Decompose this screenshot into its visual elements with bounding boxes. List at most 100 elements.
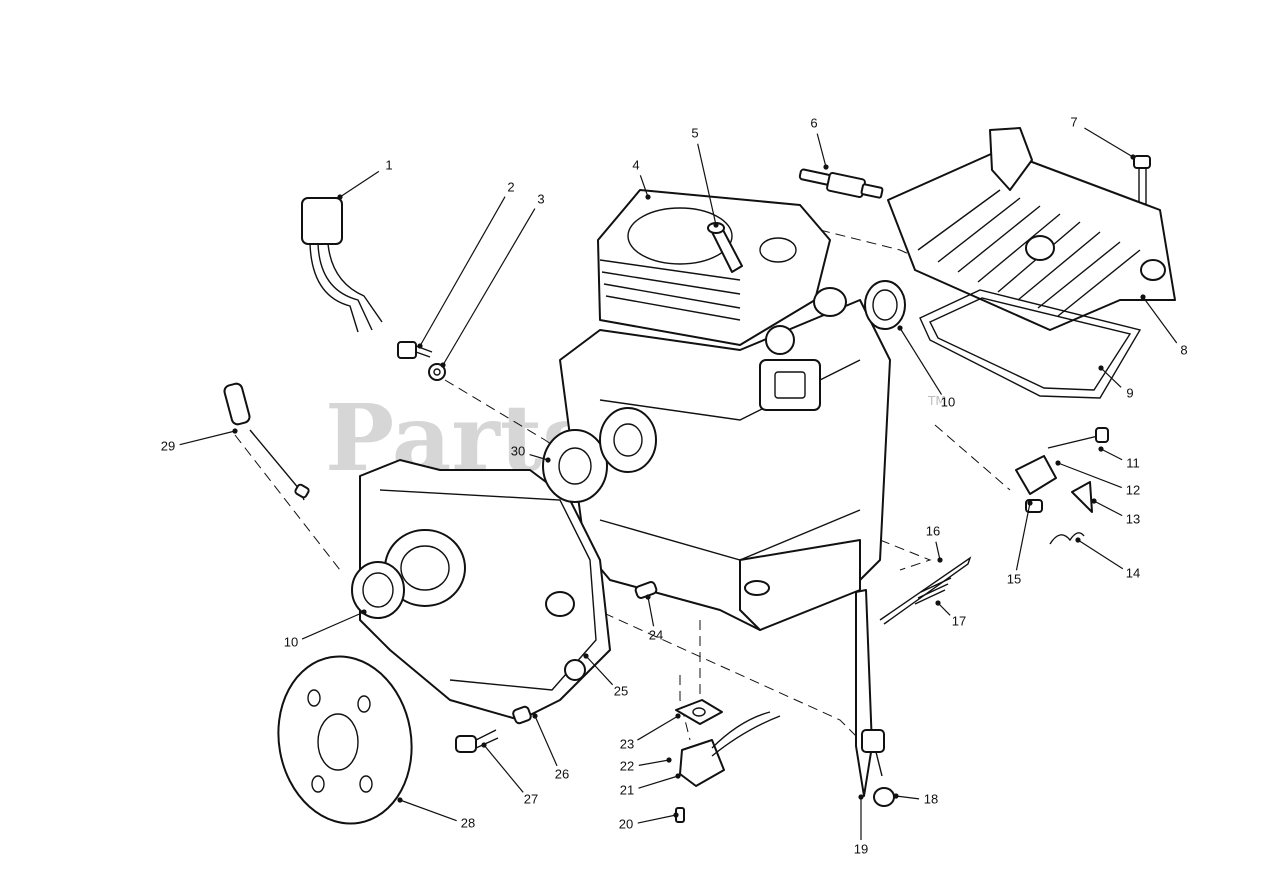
callout-20: 20	[619, 812, 679, 831]
callout-30: 30	[511, 443, 551, 463]
callout-27: 27	[481, 742, 538, 806]
callout-number: 28	[461, 815, 475, 830]
callout-number: 22	[620, 758, 634, 773]
callout-number: 8	[1180, 342, 1187, 357]
callout-10: 10	[284, 609, 367, 649]
callout-dot	[673, 812, 679, 818]
callout-leader-line	[1057, 462, 1122, 489]
callout-29: 29	[161, 428, 238, 453]
callout-12: 12	[1055, 460, 1140, 497]
governor-link-and-spring	[879, 556, 972, 625]
callout-21: 21	[620, 773, 681, 797]
callout-leader-line	[483, 744, 524, 793]
callout-dot	[858, 794, 864, 800]
callout-leader-line	[1015, 502, 1031, 571]
cylinder-head	[887, 127, 1176, 331]
callout-number: 14	[1126, 565, 1140, 580]
callout-16: 16	[926, 523, 943, 563]
callout-leader-line	[1100, 367, 1122, 388]
callout-2: 2	[417, 179, 515, 349]
flywheel-disc	[277, 655, 413, 825]
callout-dot	[675, 773, 681, 779]
nut	[873, 787, 895, 807]
callout-number: 7	[1070, 114, 1077, 129]
callout-dot	[823, 164, 829, 170]
callout-number: 3	[537, 191, 544, 206]
callout-dot	[1027, 500, 1033, 506]
callout-dot	[893, 793, 899, 799]
callout-dot	[1075, 537, 1081, 543]
callout-number: 25	[614, 683, 628, 698]
callout-8: 8	[1140, 294, 1188, 357]
callout-13: 13	[1091, 498, 1140, 526]
callout-number: 9	[1126, 385, 1133, 400]
screw-and-washer	[397, 341, 446, 381]
callout-dot	[935, 600, 941, 606]
callout-10: 10	[897, 325, 955, 409]
callout-number: 11	[1126, 455, 1140, 470]
callout-26: 26	[532, 713, 569, 781]
callout-leader-line	[179, 430, 236, 446]
callout-leader-line	[899, 327, 943, 395]
callout-dot	[232, 428, 238, 434]
callout-leader-line	[638, 775, 679, 789]
ignition-module	[301, 197, 383, 333]
callout-leader-line	[339, 170, 380, 198]
callout-number: 1	[385, 157, 392, 172]
callout-dot	[1098, 446, 1104, 452]
callout-leader-line	[585, 655, 614, 686]
callout-number: 29	[161, 438, 175, 453]
callout-number: 24	[649, 627, 663, 642]
callout-leader-line	[637, 814, 677, 824]
callout-leader-line	[895, 795, 920, 800]
callout-9: 9	[1098, 365, 1134, 400]
callout-dot	[1130, 154, 1136, 160]
callout-number: 20	[619, 816, 633, 831]
callout-4: 4	[632, 157, 651, 200]
callout-dot	[645, 594, 651, 600]
callout-dot	[440, 362, 446, 368]
oil-seal-cover	[351, 561, 405, 619]
callout-dot	[583, 653, 589, 659]
callout-number: 5	[691, 125, 698, 140]
oil-sensor-assembly	[675, 699, 781, 823]
callout-number: 19	[854, 841, 868, 856]
engine-block	[559, 189, 891, 631]
watermark-trademark: TM	[927, 394, 946, 408]
callout-leader-line	[1142, 296, 1178, 344]
callout-dot	[397, 797, 403, 803]
callout-dot	[361, 609, 367, 615]
callout-number: 12	[1126, 482, 1140, 497]
callout-number: 2	[507, 179, 514, 194]
callout-leader-line	[697, 143, 717, 226]
bolt-head	[1133, 155, 1151, 205]
callout-leader-line	[1100, 448, 1123, 461]
callout-leader-line	[1077, 539, 1124, 570]
callout-23: 23	[620, 713, 681, 751]
callout-leader-line	[647, 596, 655, 627]
callout-leader-line	[529, 454, 549, 461]
bearings	[542, 407, 657, 503]
callout-19: 19	[854, 794, 868, 856]
callout-dot	[897, 325, 903, 331]
callout-dot	[532, 713, 538, 719]
cover-screws	[455, 705, 532, 753]
callout-28: 28	[397, 797, 475, 830]
callout-dot	[545, 457, 551, 463]
callout-leader-line	[301, 611, 365, 640]
callout-leader-line	[442, 208, 536, 366]
callout-7: 7	[1070, 114, 1136, 160]
callout-17: 17	[935, 600, 966, 628]
head-gasket	[919, 289, 1142, 399]
callout-leader-line	[937, 602, 951, 616]
callout-15: 15	[1007, 500, 1033, 586]
callout-number: 4	[632, 157, 639, 172]
callout-3: 3	[440, 191, 545, 368]
callout-dot	[481, 742, 487, 748]
callout-dot	[1055, 460, 1061, 466]
callout-dot	[666, 757, 672, 763]
callout-leader-line	[639, 175, 649, 198]
callout-dot	[1098, 365, 1104, 371]
callout-number: 21	[620, 782, 634, 797]
callout-1: 1	[337, 157, 393, 200]
